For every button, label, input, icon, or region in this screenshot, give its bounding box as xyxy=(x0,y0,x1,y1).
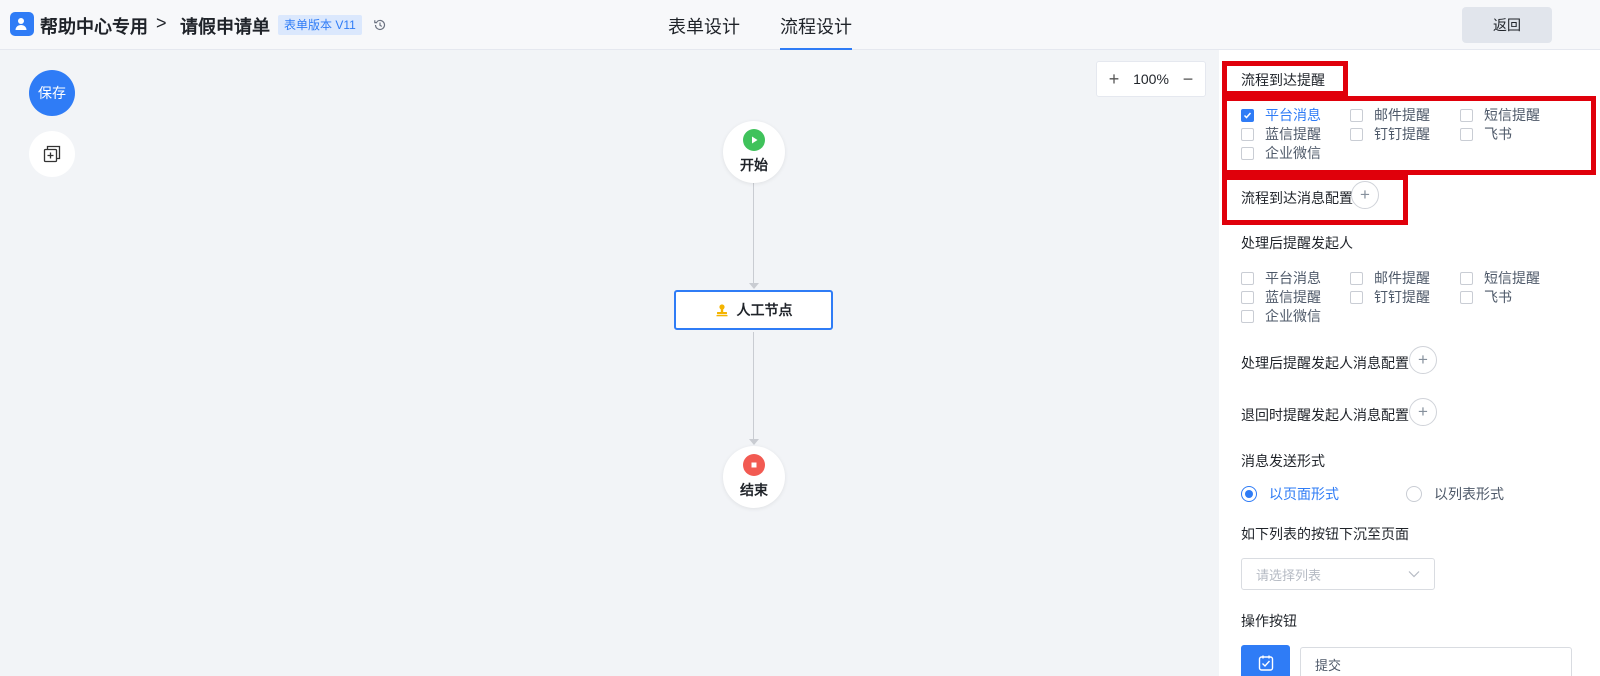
list-select-placeholder: 请选择列表 xyxy=(1256,567,1322,583)
edge-start-to-task xyxy=(753,183,754,283)
after-option-wecom[interactable]: 企业微信 xyxy=(1241,306,1321,326)
add-return-message-button[interactable]: + xyxy=(1409,398,1437,426)
arrival-option-feishu[interactable]: 飞书 xyxy=(1460,124,1512,144)
back-button[interactable]: 返回 xyxy=(1462,7,1552,43)
edge-task-to-end xyxy=(753,332,754,439)
after-process-reminder-title: 处理后提醒发起人 xyxy=(1241,235,1353,251)
start-node-label: 开始 xyxy=(740,157,768,173)
stop-icon xyxy=(743,454,765,476)
app-name[interactable]: 帮助中心专用 xyxy=(40,17,148,37)
version-badge[interactable]: 表单版本 V11 xyxy=(278,15,362,35)
tab-flow-design[interactable]: 流程设计 xyxy=(780,13,852,50)
zoom-level: 100% xyxy=(1133,71,1169,87)
checklist-icon xyxy=(1258,655,1273,671)
add-arrival-message-button[interactable]: + xyxy=(1351,181,1379,209)
node-config-panel: 流程到达提醒 平台消息 邮件提醒 短信提醒 蓝信提醒 钉钉提醒 飞书 企业微信 … xyxy=(1219,50,1600,676)
arrival-option-sms[interactable]: 短信提醒 xyxy=(1460,105,1540,125)
copy-button[interactable] xyxy=(29,131,75,177)
operation-buttons-title: 操作按钮 xyxy=(1241,613,1297,629)
arrival-option-email[interactable]: 邮件提醒 xyxy=(1350,105,1430,125)
stamp-icon xyxy=(715,303,729,317)
task-node-label: 人工节点 xyxy=(736,302,793,318)
manual-task-node[interactable]: 人工节点 xyxy=(674,290,833,330)
after-process-message-config-title: 处理后提醒发起人消息配置 xyxy=(1241,355,1409,371)
save-button[interactable]: 保存 xyxy=(29,70,75,116)
zoom-control: + 100% − xyxy=(1096,61,1206,97)
after-option-lanxin[interactable]: 蓝信提醒 xyxy=(1241,287,1321,307)
arrival-option-wecom[interactable]: 企业微信 xyxy=(1241,143,1321,163)
highlight-arrival-options xyxy=(1222,96,1596,175)
breadcrumb-separator-icon: > xyxy=(156,13,167,33)
arrival-option-dingtalk[interactable]: 钉钉提醒 xyxy=(1350,124,1430,144)
after-option-feishu[interactable]: 飞书 xyxy=(1460,287,1512,307)
highlight-arrival-reminder-title xyxy=(1222,61,1348,96)
tab-form-design[interactable]: 表单设计 xyxy=(668,17,740,37)
add-after-process-message-button[interactable]: + xyxy=(1409,346,1437,374)
after-option-dingtalk[interactable]: 钉钉提醒 xyxy=(1350,287,1430,307)
after-option-sms[interactable]: 短信提醒 xyxy=(1460,268,1540,288)
highlight-arrival-message-config xyxy=(1222,175,1408,225)
after-option-email[interactable]: 邮件提醒 xyxy=(1350,268,1430,288)
chevron-down-icon xyxy=(1408,571,1420,578)
radio-selected-icon xyxy=(1241,486,1257,502)
zoom-in-button[interactable]: + xyxy=(1108,68,1120,89)
list-select[interactable]: 请选择列表 xyxy=(1241,558,1435,590)
zoom-out-button[interactable]: − xyxy=(1182,68,1194,89)
form-name: 请假申请单 xyxy=(180,17,270,37)
operation-button-name-input[interactable]: 提交 xyxy=(1300,647,1572,676)
history-icon[interactable] xyxy=(373,18,387,32)
arrival-option-lanxin[interactable]: 蓝信提醒 xyxy=(1241,124,1321,144)
operation-icon-button[interactable] xyxy=(1241,645,1290,676)
arrow-start-to-task xyxy=(749,283,759,289)
after-option-platform[interactable]: 平台消息 xyxy=(1241,268,1321,288)
sink-buttons-title: 如下列表的按钮下沉至页面 xyxy=(1241,526,1409,542)
send-format-title: 消息发送形式 xyxy=(1241,453,1325,469)
arrival-message-config-title: 流程到达消息配置 xyxy=(1241,190,1353,206)
copy-add-icon xyxy=(43,145,61,163)
arrival-option-platform[interactable]: 平台消息 xyxy=(1241,105,1321,125)
top-header: 帮助中心专用 > 请假申请单 表单版本 V11 表单设计 流程设计 返回 xyxy=(0,0,1600,50)
end-node[interactable]: 结束 xyxy=(723,446,785,508)
play-icon xyxy=(743,129,765,151)
start-node[interactable]: 开始 xyxy=(723,121,785,183)
send-format-page-radio[interactable]: 以页面形式 xyxy=(1241,484,1339,504)
end-node-label: 结束 xyxy=(740,482,768,498)
return-message-config-title: 退回时提醒发起人消息配置 xyxy=(1241,407,1409,423)
arrival-reminder-title: 流程到达提醒 xyxy=(1241,72,1325,88)
send-format-list-radio[interactable]: 以列表形式 xyxy=(1406,484,1504,504)
check-icon xyxy=(1241,108,1254,122)
app-user-icon xyxy=(10,12,34,36)
arrow-task-to-end xyxy=(749,439,759,445)
